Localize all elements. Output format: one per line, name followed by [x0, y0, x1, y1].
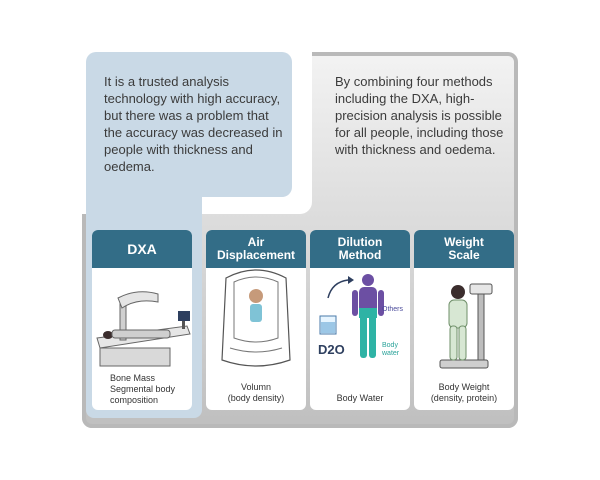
- label-others: Others: [382, 306, 404, 313]
- right-callout-text: By combining four methods including the …: [335, 74, 504, 157]
- card-air-displacement: Air Displacement Volumn (body density): [206, 230, 306, 410]
- body-water-figure: [319, 274, 384, 358]
- card-dxa-caption: Bone Mass Segmental body composition: [110, 373, 176, 405]
- left-callout-text: It is a trusted analysis technology with…: [104, 74, 283, 174]
- card-dilution-caption: Body Water: [336, 393, 384, 403]
- card-dilution-title: Dilution Method: [310, 230, 410, 268]
- card-weight-caption: Body Weight (density, protein): [430, 382, 498, 403]
- dxa-scanner-image: [96, 291, 191, 367]
- card-dilution-method: Dilution Method Others Body water D2O Bo…: [310, 230, 410, 410]
- card-dxa-title: DXA: [92, 230, 192, 268]
- label-body-water: Body water: [382, 342, 400, 357]
- card-air-caption: Volumn (body density): [227, 382, 285, 403]
- card-weight-scale: Weight Scale Body Weight (density, prote…: [414, 230, 514, 410]
- card-dxa: DXA Bone Mass Segmental body composition: [92, 230, 192, 410]
- label-d2o: D2O: [318, 342, 345, 357]
- card-air-title: Air Displacement: [206, 230, 306, 268]
- bod-pod-image: [221, 269, 291, 367]
- weight-scale-image: [439, 283, 493, 369]
- card-weight-title: Weight Scale: [414, 230, 514, 268]
